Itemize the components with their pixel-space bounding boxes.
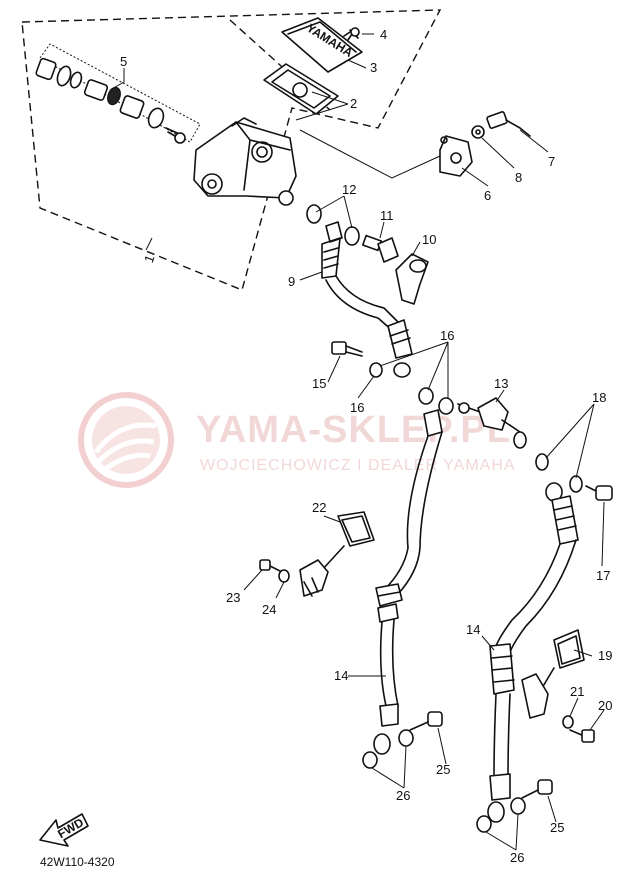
- piston-kit-part: [35, 43, 201, 144]
- screw-20-part: [569, 729, 595, 743]
- hose-guide-19-part: [521, 629, 585, 719]
- screw-7-part: [486, 111, 531, 137]
- callout-24: 24: [262, 602, 276, 617]
- callout-7: 7: [548, 154, 555, 169]
- brake-hose-14-right-part: [487, 482, 579, 823]
- reservoir-screw-part: [343, 27, 360, 47]
- washer-26-right-part: [476, 797, 526, 833]
- callout-13: 13: [494, 376, 508, 391]
- master-cylinder-assembly-boundary: [21, 9, 442, 291]
- callout-25-left: 25: [436, 762, 450, 777]
- callout-2: 2: [350, 96, 357, 111]
- washer-24-part: [278, 569, 290, 583]
- union-bolt-25-right-part: [521, 779, 553, 799]
- holder-bracket-part: [299, 129, 473, 179]
- callout-9: 9: [288, 274, 295, 289]
- callout-14-left: 14: [334, 668, 348, 683]
- callout-10: 10: [422, 232, 436, 247]
- callout-21: 21: [570, 684, 584, 699]
- washer-18-part: [535, 453, 583, 493]
- assembly-boundary-inner: [229, 19, 331, 111]
- washer-26-left-part: [362, 729, 414, 769]
- callout-15: 15: [312, 376, 326, 391]
- bolt-cover-10-part: [395, 253, 429, 305]
- hose-guide-22-part: [299, 511, 375, 597]
- callouts: 4 3 2 5 1 6 8 7 12 11 10 9 16 16 15 13 1…: [120, 27, 612, 865]
- fwd-arrow-icon: FWD: [39, 813, 89, 847]
- watermark-logo-icon: [78, 392, 174, 488]
- callout-26-left: 26: [396, 788, 410, 803]
- callout-4: 4: [380, 27, 387, 42]
- union-bolt-11-part: [361, 234, 399, 263]
- union-bolt-17-part: [585, 485, 613, 501]
- callout-16-top: 16: [440, 328, 454, 343]
- callout-6: 6: [484, 188, 491, 203]
- watermark-title: YAMA-SKLEP.PL: [196, 409, 511, 451]
- watermark: YAMA-SKLEP.PL WOJCIECHOWICZ I DEALER YAM…: [78, 392, 516, 488]
- callout-26-right: 26: [510, 850, 524, 865]
- union-bolt-15-part: [331, 341, 363, 357]
- callout-20: 20: [598, 698, 612, 713]
- washer-16-part: [369, 362, 454, 415]
- screw-23-part: [259, 559, 283, 573]
- washer-12-part: [306, 204, 360, 246]
- callout-17: 17: [596, 568, 610, 583]
- callout-12: 12: [342, 182, 356, 197]
- three-way-joint-13-part: [457, 397, 527, 449]
- callout-1: 1: [141, 253, 158, 265]
- callout-16-bottom: 16: [350, 400, 364, 415]
- callout-23: 23: [226, 590, 240, 605]
- callout-25-right: 25: [550, 820, 564, 835]
- brake-hose-9-part: [321, 221, 413, 378]
- reservoir-cap-part: YAMAHA: [281, 17, 363, 73]
- callout-5: 5: [120, 54, 127, 69]
- master-cylinder-body-part: [193, 117, 297, 206]
- callout-11: 11: [380, 208, 394, 223]
- diagram-code: 42W110-4320: [40, 855, 115, 869]
- callout-18: 18: [592, 390, 606, 405]
- callout-19: 19: [598, 648, 612, 663]
- diaphragm-part: [263, 63, 339, 115]
- callout-8: 8: [515, 170, 522, 185]
- watermark-subtitle: WOJCIECHOWICZ I DEALER YAMAHA: [200, 457, 516, 474]
- callout-3: 3: [370, 60, 377, 75]
- brake-hose-14-left-part: [373, 409, 443, 755]
- washer-8-part: [471, 125, 485, 139]
- union-bolt-25-left-part: [409, 711, 443, 731]
- leader-lines: [109, 33, 605, 851]
- callout-22: 22: [312, 500, 326, 515]
- washer-21-part: [562, 715, 574, 729]
- callout-14-right: 14: [466, 622, 480, 637]
